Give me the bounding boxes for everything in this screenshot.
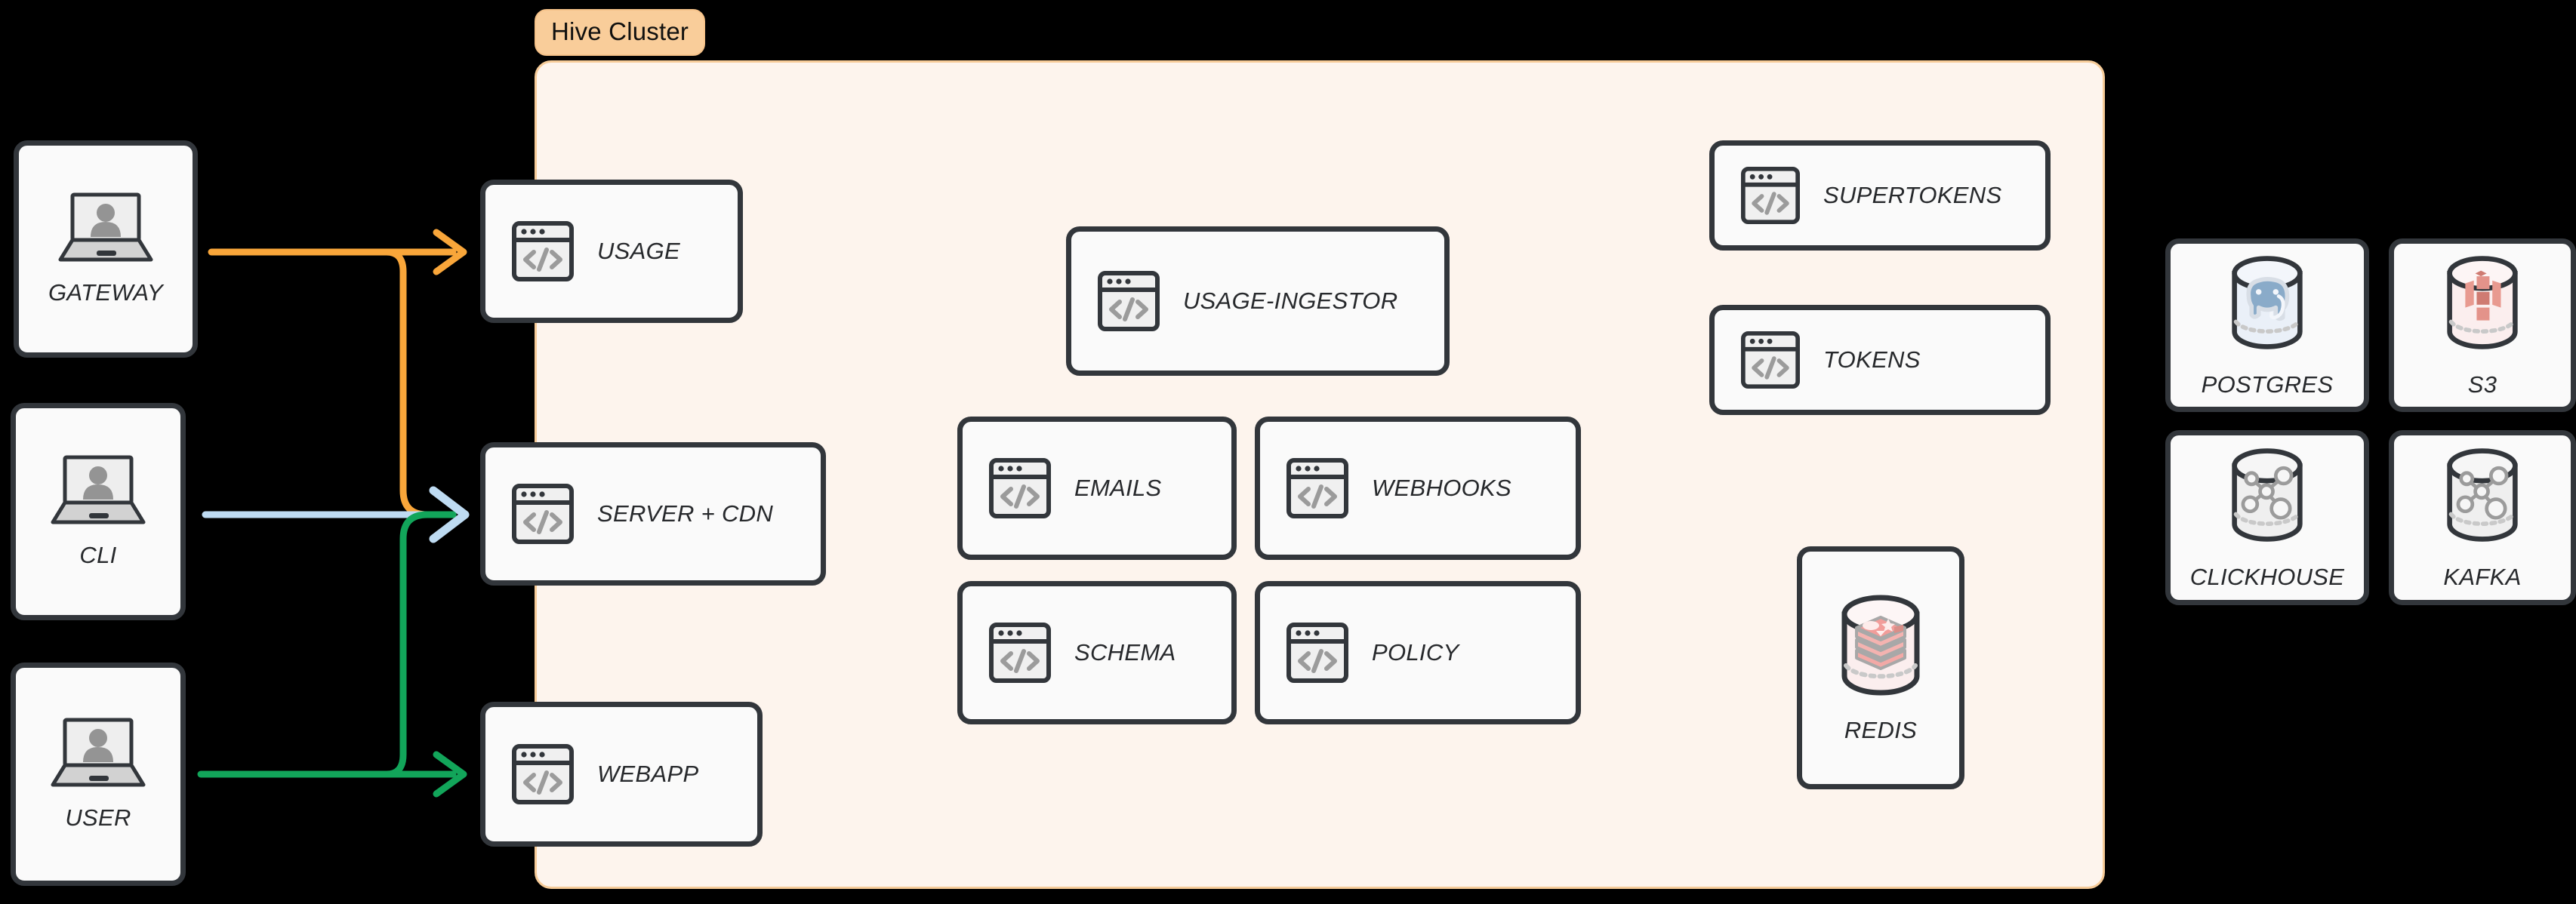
service-label: USAGE-INGESTOR [1183, 287, 1398, 314]
code-window-icon [1097, 270, 1160, 332]
datastore-node-kafka[interactable]: KAFKA [2389, 430, 2576, 605]
laptop-user-icon [51, 717, 146, 789]
service-label: EMAILS [1074, 475, 1162, 501]
datastore-node-redis[interactable]: REDIS [1797, 546, 1964, 789]
datastore-label: REDIS [1844, 717, 1918, 743]
datastore-node-s3[interactable]: S3 [2389, 238, 2576, 412]
code-window-icon [1286, 457, 1349, 519]
service-node-schema[interactable]: SCHEMA [957, 581, 1237, 724]
service-node-usage[interactable]: USAGE [480, 180, 743, 323]
graph-cylinder-icon [2217, 444, 2317, 546]
edge-gateway-to-server-cdn [366, 248, 457, 518]
datastore-node-clickhouse[interactable]: CLICKHOUSE [2165, 430, 2369, 605]
edge-user-to-webapp [197, 751, 467, 798]
code-window-icon [511, 220, 575, 282]
laptop-user-icon [58, 192, 153, 264]
service-node-server-cdn[interactable]: SERVER + CDN [480, 442, 826, 586]
service-node-webapp[interactable]: WEBAPP [480, 702, 763, 847]
edge-user-to-server-cdn [366, 511, 457, 778]
service-label: POLICY [1372, 639, 1459, 666]
graph-cylinder-icon [2433, 444, 2532, 546]
datastore-node-postgres[interactable]: POSTGRES [2165, 238, 2369, 412]
code-window-icon [988, 457, 1052, 519]
datastore-label: S3 [2467, 371, 2497, 398]
service-label: WEBHOOKS [1372, 475, 1511, 501]
service-node-emails[interactable]: EMAILS [957, 417, 1237, 560]
actor-label: GATEWAY [48, 279, 163, 306]
service-label: SERVER + CDN [597, 500, 774, 527]
postgres-cylinder-icon [2217, 252, 2317, 353]
service-label: TOKENS [1823, 346, 1921, 373]
laptop-user-icon [51, 454, 146, 527]
actor-label: CLI [79, 542, 117, 568]
actor-label: USER [65, 804, 131, 831]
code-window-icon [1740, 331, 1801, 389]
edge-cli-to-server-cdn [202, 486, 470, 543]
actor-node-gateway[interactable]: GATEWAY [14, 140, 198, 358]
redis-cylinder-icon [1828, 592, 1934, 699]
code-window-icon [511, 483, 575, 545]
service-label: SUPERTOKENS [1823, 182, 2002, 208]
service-label: USAGE [597, 238, 681, 264]
actor-node-cli[interactable]: CLI [11, 403, 186, 620]
service-node-tokens[interactable]: TOKENS [1709, 305, 2051, 415]
service-label: SCHEMA [1074, 639, 1176, 666]
actor-node-user[interactable]: USER [11, 663, 186, 886]
datastore-label: POSTGRES [2201, 371, 2334, 398]
code-window-icon [988, 622, 1052, 684]
service-label: WEBAPP [597, 761, 699, 787]
code-window-icon [511, 743, 575, 805]
service-node-webhooks[interactable]: WEBHOOKS [1255, 417, 1581, 560]
datastore-label: KAFKA [2443, 564, 2522, 590]
service-node-usage-ingestor[interactable]: USAGE-INGESTOR [1066, 226, 1450, 376]
code-window-icon [1740, 166, 1801, 225]
edge-gateway-to-usage [208, 229, 467, 275]
service-node-policy[interactable]: POLICY [1255, 581, 1581, 724]
datastore-label: CLICKHOUSE [2189, 564, 2345, 590]
s3-cylinder-icon [2433, 252, 2532, 353]
service-node-supertokens[interactable]: SUPERTOKENS [1709, 140, 2051, 251]
hive-cluster-badge: Hive Cluster [535, 9, 706, 56]
code-window-icon [1286, 622, 1349, 684]
